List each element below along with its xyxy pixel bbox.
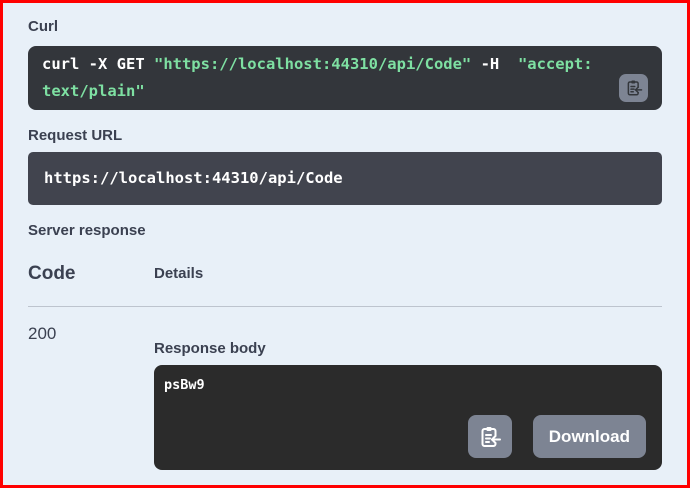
clipboard-copy-icon xyxy=(478,425,502,449)
response-body-text: psBw9 xyxy=(164,377,205,393)
request-url-block: https://localhost:44310/api/Code xyxy=(28,152,662,205)
table-header-row: Code Details xyxy=(28,252,662,307)
status-code: 200 xyxy=(28,324,57,343)
details-column-header: Details xyxy=(154,265,204,282)
curl-command-text: curl -X GET "https://localhost:44310/api… xyxy=(42,55,602,100)
request-url-value: https://localhost:44310/api/Code xyxy=(44,169,343,187)
response-row-200: 200 Response body psBw9 xyxy=(28,307,662,470)
request-url-heading: Request URL xyxy=(28,127,123,144)
server-response-heading: Server response xyxy=(28,222,146,239)
curl-heading: Curl xyxy=(28,18,58,35)
copy-curl-button[interactable] xyxy=(619,74,648,102)
response-controls: Download xyxy=(467,415,646,458)
server-response-table: Code Details 200 Response body psBw9 xyxy=(28,252,662,470)
response-details-cell: Response body psBw9 xyxy=(154,324,662,470)
download-button[interactable]: Download xyxy=(532,415,646,458)
clipboard-copy-icon xyxy=(625,79,643,97)
code-column-header: Code xyxy=(28,263,76,284)
response-body-label: Response body xyxy=(154,340,266,357)
curl-command-block: curl -X GET "https://localhost:44310/api… xyxy=(28,46,662,110)
copy-response-button[interactable] xyxy=(467,415,512,458)
response-body-block: psBw9 xyxy=(154,365,662,470)
panel-content: Curl curl -X GET "https://localhost:4431… xyxy=(3,3,687,470)
